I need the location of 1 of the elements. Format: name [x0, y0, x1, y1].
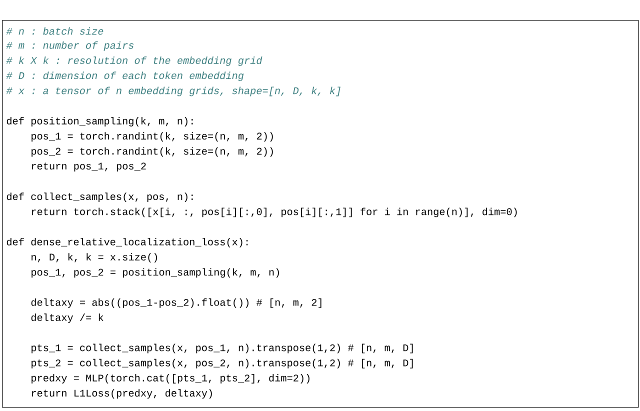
code-listing-box: # n : batch size # m : number of pairs # k X k : resolution of the embedding grid # D : dimension of each token embedding # x : a tensor of n embedding grids, shape=[n, D, k, k] def position_sampling(k, m, n): pos_1 = torch.randint(k, size=(n, m, 2)) pos_2 = torch.randint(k, size=(n, m, 2)) return pos_1, pos_2 def collect_samples(x, pos, n): return torch.stack([x[i, :, pos[i][:,0], pos[i][:,1]] for i in range(n)], dim=0) def dense_relative_localization_loss(x): n, D, k, k = x.size() pos_1, pos_2 = position_sampling(k, m, n) deltaxy = abs((pos_1-pos_2).float()) # [n, m, 2] deltaxy /= k pts_1 = collect_samples(x, pos_1, n).transpose(1,2) # [n, m, D] pts_2 = collect_samples(x, pos_2, n).transpose(1,2) # [n, m, D] predxy = MLP(torch.cat([pts_1, pts_2], dim=2)) return L1Loss(predxy, deltaxy): [2, 20, 639, 408]
